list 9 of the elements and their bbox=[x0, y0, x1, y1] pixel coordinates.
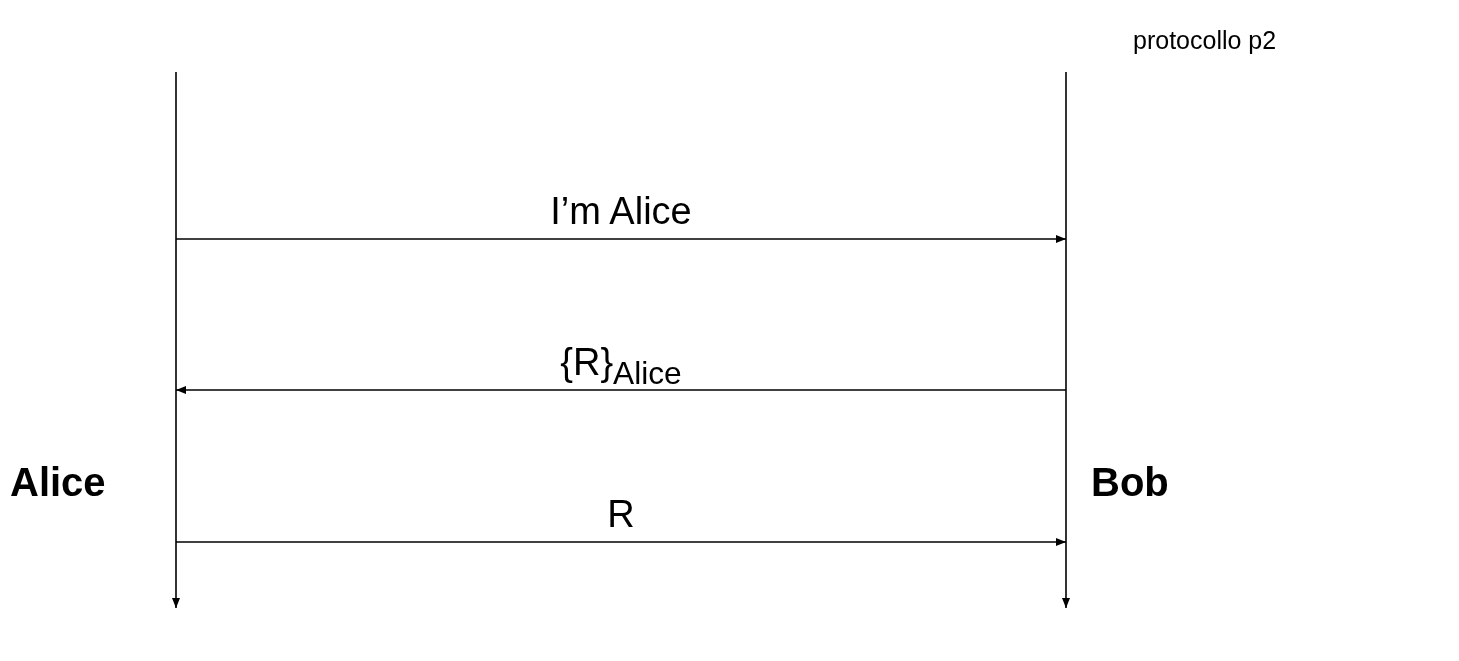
edge-label: {R}$_{Alice}$ bbox=[560, 340, 682, 393]
diagram-note: protocollo p2 bbox=[1133, 25, 1277, 55]
participant-name: Bob bbox=[1091, 459, 1169, 505]
edge-label: I’m Alice bbox=[550, 189, 692, 233]
edge-label: R bbox=[607, 492, 635, 536]
message-arrow bbox=[175, 538, 1067, 546]
participant-name: Alice bbox=[10, 459, 106, 505]
message-arrow bbox=[175, 386, 1067, 394]
message-arrow bbox=[175, 235, 1067, 243]
